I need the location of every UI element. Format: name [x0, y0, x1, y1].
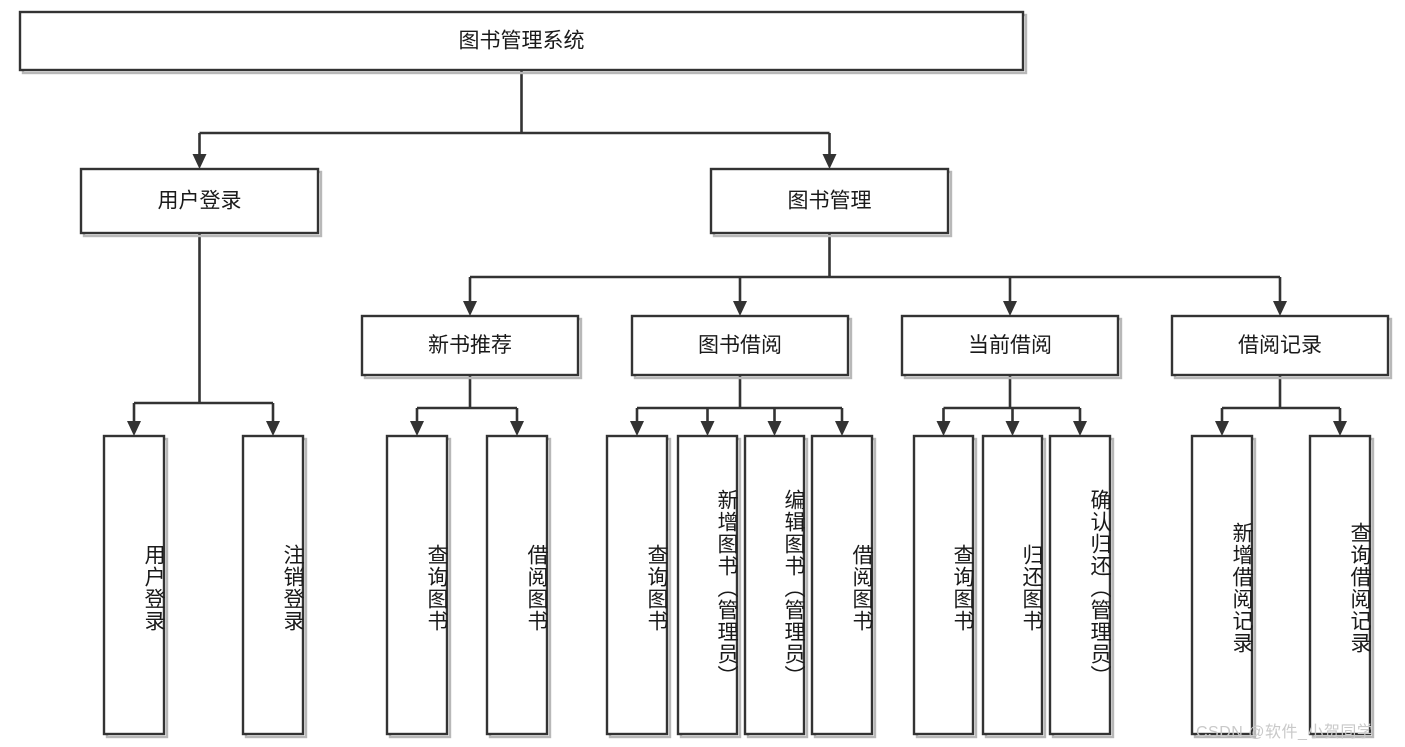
node-level2-label-1: 图书借阅 [698, 334, 782, 357]
node-leaf-1[interactable] [241, 434, 305, 736]
node-level1-0[interactable] [79, 167, 320, 235]
arrow-head-icon [767, 421, 782, 436]
node-leaf-11[interactable] [1190, 434, 1254, 736]
node-level2-label-0: 新书推荐 [428, 334, 512, 357]
node-root-label: 图书管理系统 [459, 30, 585, 53]
arrow-head-icon [1215, 421, 1229, 436]
node-leaf-0[interactable] [102, 434, 166, 736]
node-level2-1[interactable] [630, 314, 850, 377]
node-leaf-9[interactable] [981, 434, 1044, 736]
arrow-head-icon [630, 421, 644, 436]
node-leaf-2[interactable] [385, 434, 449, 736]
node-level2-0[interactable] [360, 314, 580, 377]
node-level2-label-2: 当前借阅 [968, 334, 1052, 357]
connector-layer [127, 70, 1347, 436]
arrow-head-icon [266, 421, 280, 436]
arrow-head-icon [410, 421, 424, 436]
node-leaf-7[interactable] [810, 434, 874, 736]
node-leaf-5[interactable] [676, 434, 739, 736]
arrow-head-icon [733, 301, 747, 316]
arrow-head-icon [1333, 421, 1347, 436]
arrow-head-icon [822, 154, 837, 169]
node-level1-1[interactable] [709, 167, 950, 235]
arrow-head-icon [700, 421, 715, 436]
node-level2-3[interactable] [1170, 314, 1390, 377]
node-level1-label-1: 图书管理 [788, 190, 872, 213]
arrow-head-icon [510, 421, 524, 436]
arrow-head-icon [463, 301, 477, 316]
csdn-watermark: CSDN @软件_小贺同学 [1196, 724, 1374, 741]
node-root-图书管理系统[interactable] [18, 10, 1025, 72]
arrow-head-icon [127, 421, 141, 436]
arrow-head-icon [1005, 421, 1020, 436]
node-leaf-4[interactable] [605, 434, 669, 736]
arrow-head-icon [192, 154, 207, 169]
node-leaf-6[interactable] [743, 434, 806, 736]
node-level2-2[interactable] [900, 314, 1120, 377]
arrow-head-icon [835, 421, 849, 436]
arrow-head-icon [1003, 301, 1017, 316]
node-leaf-12[interactable] [1308, 434, 1372, 736]
node-leaf-8[interactable] [912, 434, 975, 736]
arrow-head-icon [936, 421, 951, 436]
arrow-head-icon [1273, 301, 1287, 316]
node-box-layer [18, 10, 1393, 739]
arrow-head-icon [1073, 421, 1087, 436]
node-leaf-3[interactable] [485, 434, 549, 736]
node-level2-label-3: 借阅记录 [1238, 334, 1322, 357]
node-level1-label-0: 用户登录 [158, 190, 242, 213]
node-leaf-10[interactable] [1048, 434, 1112, 736]
